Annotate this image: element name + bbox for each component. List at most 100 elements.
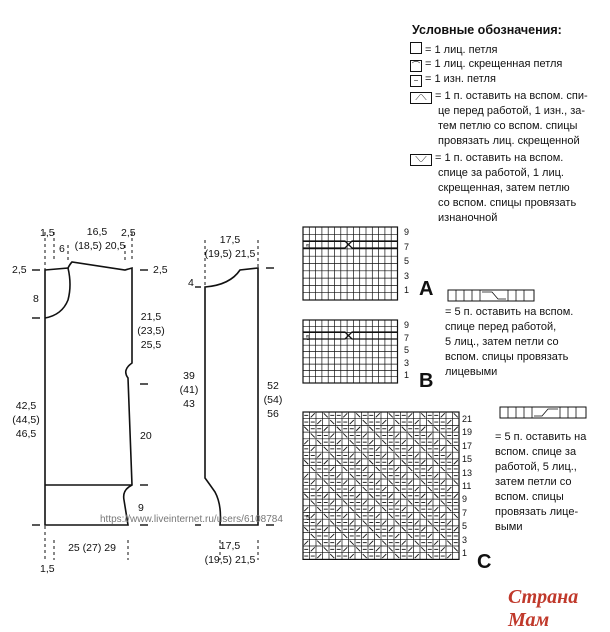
back-length-label-2: (44,5): [12, 414, 40, 426]
chart-row-number: 7: [404, 241, 410, 252]
legend-item-line: со вспом. спицы провязать: [438, 197, 577, 209]
cable-description-line: вспом. спицы провязать: [445, 351, 569, 363]
chart-row-number: 11: [462, 481, 472, 491]
chart-row-number: 9: [404, 227, 410, 237]
chart-row-number: 21: [462, 414, 473, 424]
back-armhole-label-3: 25,5: [140, 339, 162, 351]
chart-b-grid: [302, 319, 399, 384]
cable-description-line: провязать лице-: [495, 506, 579, 518]
legend-item-line: спице за работой, 1 лиц.: [438, 167, 564, 179]
knitting-charts: 5 5 5: [302, 226, 460, 560]
cable-description-line: = 5 п. оставить на вспом.: [445, 306, 574, 318]
cable-front-symbol: [447, 289, 535, 302]
sleeve-full-label-1: 52: [267, 380, 279, 392]
back-top-width-sizes-label: (18,5) 20,5: [74, 240, 126, 252]
legend-item-text: = 1 п. оставить на вспом. спи-: [435, 90, 588, 102]
sleeve-length-label-1: 39: [183, 370, 195, 382]
back-top-left-label: 1,5: [40, 227, 55, 239]
back-top-right-label: 2,5: [121, 227, 136, 239]
sleeve-length-label-3: 43: [183, 398, 195, 410]
chart-c-mark: 5: [306, 515, 310, 522]
legend-item-text: = 1 п. оставить на вспом.: [435, 152, 564, 164]
back-outline: [44, 261, 133, 526]
sleeve-full-label-2: (54): [263, 394, 283, 406]
legend-item-line: скрещенная, затем петлю: [438, 182, 570, 194]
back-shoulder-right-label: 2,5: [153, 264, 168, 276]
cable-description-line: работой, 5 лиц.,: [495, 461, 577, 473]
sleeve-pattern-drawing: [195, 240, 274, 560]
cable-back-symbol: [499, 406, 587, 419]
cable-description-line: выми: [495, 521, 523, 533]
legend-item-text: = 1 изн. петля: [425, 73, 496, 85]
sleeve-outline: [204, 267, 259, 526]
chart-row-number: 5: [404, 345, 410, 356]
legend-item-text: = 1 лиц. скрещенная петля: [425, 58, 563, 70]
legend-item-line: тем петлю со вспом. спицы: [438, 120, 578, 132]
back-shoulder-left-label: 2,5: [12, 264, 27, 276]
legend-item-line: −= 1 изн. петля: [410, 72, 496, 87]
sleeve-length-label-2: (41): [179, 384, 199, 396]
cable-symbols: [447, 289, 587, 419]
chart-b-label: B: [419, 370, 434, 392]
source-url: https://www.liveinternet.ru/users/610878…: [100, 514, 283, 525]
back-length-label-1: 42,5: [15, 400, 37, 412]
cable-description-line: лицевыми: [445, 366, 498, 378]
back-bottom-width-label: 25 (27) 29: [68, 542, 116, 554]
chart-row-number: 5: [404, 256, 410, 266]
chart-row-number: 7: [404, 332, 410, 343]
chart-row-number: 1: [404, 285, 410, 295]
sleeve-bottom-label-2: (19,5) 21,5: [204, 554, 256, 566]
sleeve-top-label-2: (19,5) 21,5: [204, 248, 256, 260]
chart-row-number: 9: [404, 320, 410, 330]
back-bottom-left-label: 1,5: [40, 563, 55, 575]
cable-description-line: = 5 п. оставить на: [495, 431, 587, 443]
legend-item-line: ⟍⟋= 1 п. оставить на вспом.: [410, 151, 563, 166]
watermark-logo: Страна Мам: [508, 586, 579, 631]
chart-row-number: 7: [462, 507, 468, 518]
chart-a-label: A: [419, 278, 434, 300]
legend-item-text: = 1 лиц. петля: [425, 44, 498, 56]
chart-row-number: 5: [462, 521, 468, 532]
back-armhole-label-1: 21,5: [140, 311, 162, 323]
chart-row-number: 19: [462, 427, 473, 438]
legend-item-line: изнаночной: [438, 212, 498, 224]
sleeve-full-label-3: 56: [267, 408, 279, 420]
cable-front-description: = 5 п. оставить на вспом. спице перед раб…: [445, 305, 610, 380]
back-armhole-label-2: (23,5): [137, 325, 165, 337]
chart-row-number: 9: [462, 494, 468, 505]
chart-row-number: 13: [462, 467, 473, 478]
chart-row-number: 3: [404, 270, 410, 281]
legend-symbol-icon: [410, 42, 422, 54]
legend-symbol-icon: ⟍⟋: [410, 154, 432, 166]
chart-b-mark: 5: [306, 335, 310, 342]
back-pattern-drawing: [32, 232, 148, 560]
cable-description-line: вспом. спицы: [495, 491, 564, 503]
back-side-label: 20: [140, 430, 152, 442]
chart-row-number: 15: [462, 454, 473, 465]
back-hem-label: 9: [138, 502, 144, 514]
legend-symbol-icon: ⌒: [410, 60, 422, 72]
legend-symbol-icon: ⟋⟍: [410, 92, 432, 104]
chart-row-number: 1: [404, 370, 410, 381]
chart-row-number: 1: [462, 548, 468, 558]
legend-item-line: = 1 лиц. петля: [410, 42, 498, 58]
chart-row-number: 3: [462, 534, 468, 545]
legend-symbol-icon: −: [410, 75, 422, 87]
armhole-curve: [44, 267, 71, 319]
chart-c-label: C: [477, 551, 492, 573]
chart-c-grid: [302, 411, 460, 560]
legend-item-line: це перед работой, 1 изн., за-: [438, 105, 586, 117]
cable-description-line: затем петли со: [495, 476, 572, 488]
back-top-6-label: 6: [59, 243, 65, 255]
back-top-width-label: 16,5: [86, 226, 108, 238]
sleeve-bottom-label-1: 17,5: [219, 540, 241, 552]
back-neck-depth-label: 8: [33, 293, 39, 305]
cable-description-line: спице перед работой,: [445, 321, 557, 333]
chart-a-grid: [302, 226, 399, 301]
back-length-label-3: 46,5: [15, 428, 37, 440]
legend-title: Условные обозначения:: [412, 23, 562, 37]
sleeve-top-label-1: 17,5: [219, 234, 241, 246]
cable-description-line: 5 лиц., затем петли со: [445, 336, 559, 348]
legend-item-line: ⟋⟍= 1 п. оставить на вспом. спи-: [410, 89, 588, 104]
